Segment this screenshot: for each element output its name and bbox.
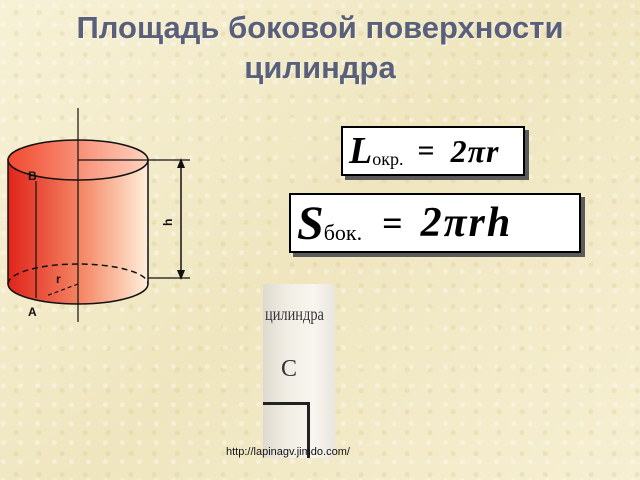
label-b: B [28, 169, 37, 183]
footer-url[interactable]: http://lapinagv.jimdo.com/ [226, 446, 350, 458]
formula-s-symbol: S [297, 196, 324, 250]
scan-horizontal-stroke [263, 402, 309, 405]
cylinder-diagram: B A h r [7, 108, 190, 322]
formula-s-equals: = [382, 203, 403, 243]
formula-l-symbol: L [349, 130, 373, 172]
formula-l-subscript: окр. [372, 148, 404, 169]
scan-vertical-stroke [307, 402, 310, 458]
label-a: A [28, 305, 37, 319]
cylinder-bottom-hidden-edge [7, 263, 149, 285]
height-arrow-head-bottom [177, 270, 185, 280]
label-h: h [161, 219, 175, 226]
formula-s-rhs: 2πrh [420, 200, 513, 246]
scan-text-line-2: C [281, 356, 298, 382]
scanned-page-fragment: цилиндра C [263, 284, 335, 458]
label-r: r [56, 272, 61, 286]
formula-s-subscript: бок. [323, 220, 363, 245]
bottom-radius [45, 283, 79, 297]
formula-l-rhs: 2πr [450, 132, 500, 169]
scan-text-line-1: цилиндра [265, 304, 324, 324]
formula-l-equals: = [417, 134, 435, 167]
slide-title: Площадь боковой поверхности цилиндра [76, 10, 564, 85]
height-arrow-head-top [177, 158, 185, 168]
